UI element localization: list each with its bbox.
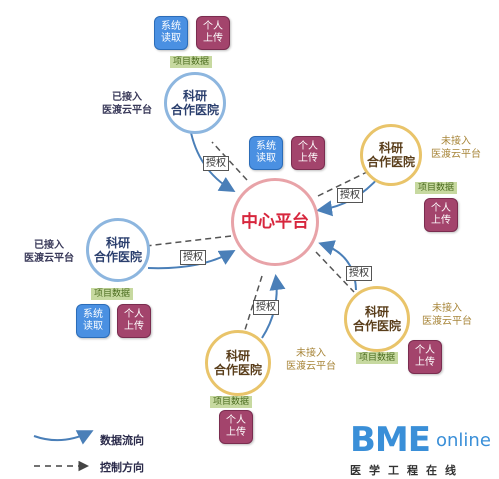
btn-label-line2: 读取 [83, 321, 103, 332]
personal-upload-button[interactable]: 个人 上传 [117, 304, 151, 338]
btn-label-line1: 个人 [203, 20, 223, 32]
btn-label-line1: 系统 [161, 20, 181, 32]
status-line2: 医渡云平台 [286, 360, 336, 372]
hospital-label-line1: 科研 [182, 88, 207, 103]
btn-label-line1: 系统 [83, 308, 103, 320]
hospital-node-top-left: 科研 合作医院 [164, 72, 226, 134]
hospital-label-line1: 科研 [378, 140, 403, 155]
authorize-tag: 授权 [337, 188, 363, 203]
hospital-node-left: 科研 合作医院 [86, 218, 150, 282]
control-line-left [145, 235, 232, 247]
hospital-node-bottom: 科研 合作医院 [205, 330, 271, 396]
system-read-button[interactable]: 系统 读取 [154, 16, 188, 50]
project-data-tag: 项目数据 [210, 396, 253, 408]
btn-label-line2: 上传 [298, 153, 318, 164]
btn-label-line2: 上传 [226, 427, 246, 438]
status-line2: 医渡云平台 [422, 315, 472, 327]
btn-label-line1: 个人 [124, 308, 144, 320]
hospital-status-top-left: 已接入 医渡云平台 [92, 92, 162, 117]
authorize-tag: 授权 [180, 250, 206, 265]
btn-label-line2: 上传 [431, 215, 451, 226]
flow-arrow-left [147, 250, 236, 270]
btn-label-line2: 读取 [161, 33, 181, 44]
hospital-status-left: 已接入 医渡云平台 [14, 240, 84, 265]
hospital-status-top-right: 未接入 医渡云平台 [421, 136, 491, 161]
hospital-label-line2: 合作医院 [170, 103, 219, 117]
logo-online-text: online [436, 430, 491, 451]
status-line2: 医渡云平台 [431, 148, 481, 160]
hospital-status-bottom: 未接入 医渡云平台 [276, 348, 346, 373]
hospital-label-line1: 科研 [364, 304, 389, 319]
status-line2: 医渡云平台 [24, 252, 74, 264]
status-line1: 已接入 [34, 240, 64, 251]
project-data-tag: 项目数据 [415, 182, 458, 194]
hospital-label-line1: 科研 [105, 235, 130, 250]
control-line-top-left [211, 141, 248, 181]
status-line1: 已接入 [112, 92, 142, 103]
hospital-label-line2: 合作医院 [366, 155, 415, 169]
personal-upload-button[interactable]: 个人 上传 [196, 16, 230, 50]
btn-label-line1: 个人 [298, 140, 318, 152]
hospital-label-line1: 科研 [225, 348, 250, 363]
btn-label-line2: 上传 [124, 321, 144, 332]
flow-arrow-bottom-right [318, 240, 357, 291]
hospital-node-top-right: 科研 合作医院 [360, 124, 422, 186]
control-line-top-right [317, 171, 368, 197]
center-platform-label: 中心平台 [241, 211, 309, 232]
personal-upload-button[interactable]: 个人 上传 [408, 340, 442, 374]
hospital-node-bottom-right: 科研 合作医院 [344, 286, 410, 352]
status-line1: 未接入 [296, 348, 326, 359]
control-line-bottom-right [315, 251, 355, 293]
system-read-button[interactable]: 系统 读取 [76, 304, 110, 338]
btn-label-line1: 系统 [256, 140, 276, 152]
hospital-label-line2: 合作医院 [352, 319, 401, 333]
authorize-tag: 授权 [253, 300, 279, 315]
hospital-status-bottom-right: 未接入 医渡云平台 [412, 303, 482, 328]
authorize-tag: 授权 [203, 156, 229, 171]
center-platform-node: 中心平台 [231, 178, 319, 266]
status-line2: 医渡云平台 [102, 104, 152, 116]
btn-label-line2: 上传 [415, 357, 435, 368]
hospital-label-line2: 合作医院 [93, 250, 142, 264]
hospital-label-line2: 合作医院 [213, 363, 262, 377]
status-line1: 未接入 [432, 303, 462, 314]
logo-bme-text: BME [350, 420, 431, 460]
status-line1: 未接入 [441, 136, 471, 147]
authorize-tag: 授权 [346, 266, 372, 281]
legend-data-flow-label: 数据流向 [100, 434, 144, 447]
logo-subtitle: 医学工程在线 [350, 464, 464, 477]
btn-label-line1: 个人 [431, 202, 451, 214]
personal-upload-button[interactable]: 个人 上传 [424, 198, 458, 232]
project-data-tag: 项目数据 [356, 352, 399, 364]
system-read-button[interactable]: 系统 读取 [249, 136, 283, 170]
legend-control-label: 控制方向 [100, 461, 144, 474]
legend-flow-arrow [33, 430, 94, 445]
bme-online-logo: BME online 医学工程在线 [350, 420, 498, 478]
project-data-tag: 项目数据 [170, 56, 213, 68]
btn-label-line2: 上传 [203, 33, 223, 44]
personal-upload-button[interactable]: 个人 上传 [219, 410, 253, 444]
personal-upload-button[interactable]: 个人 上传 [291, 136, 325, 170]
btn-label-line1: 个人 [415, 344, 435, 356]
project-data-tag: 项目数据 [91, 288, 134, 300]
btn-label-line1: 个人 [226, 414, 246, 426]
btn-label-line2: 读取 [256, 153, 276, 164]
